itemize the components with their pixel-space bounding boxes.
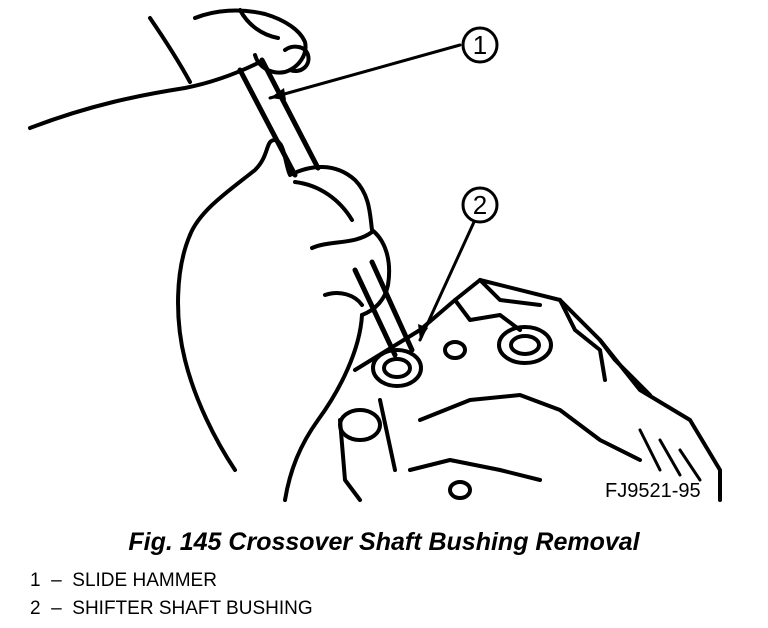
legend-separator: – bbox=[51, 570, 62, 591]
upper-arm-lower-edge bbox=[148, 16, 192, 84]
legend-item-2: 2 – SHIFTER SHAFT BUSHING bbox=[30, 598, 313, 620]
upper-arm-outline bbox=[28, 60, 262, 130]
figure-id: FJ9521-95 bbox=[605, 480, 701, 502]
lower-arm-outline bbox=[176, 233, 237, 472]
legend-separator: – bbox=[51, 598, 62, 619]
callout-2-number: 2 bbox=[473, 190, 487, 220]
legend-text: SHIFTER SHAFT BUSHING bbox=[72, 598, 313, 619]
legend-text: SLIDE HAMMER bbox=[72, 570, 217, 591]
callout-2-leader bbox=[418, 220, 476, 342]
callout-1-circle bbox=[461, 26, 499, 64]
bushing-bore bbox=[371, 348, 423, 388]
callout-1-number: 1 bbox=[473, 30, 487, 60]
upper-hand bbox=[193, 8, 308, 75]
lower-hand-fist bbox=[188, 138, 392, 317]
callout-2-circle bbox=[461, 186, 499, 224]
legend-number: 2 bbox=[30, 598, 41, 619]
technical-illustration: 1 2 FJ9521-95 bbox=[28, 8, 722, 502]
legend-number: 1 bbox=[30, 570, 41, 591]
callout-1-leader bbox=[268, 43, 462, 100]
figure-caption: Fig. 145 Crossover Shaft Bushing Removal bbox=[128, 528, 640, 556]
legend-item-1: 1 – SLIDE HAMMER bbox=[30, 570, 217, 592]
slide-hammer-rod bbox=[237, 57, 321, 178]
housing-outline bbox=[353, 278, 722, 502]
